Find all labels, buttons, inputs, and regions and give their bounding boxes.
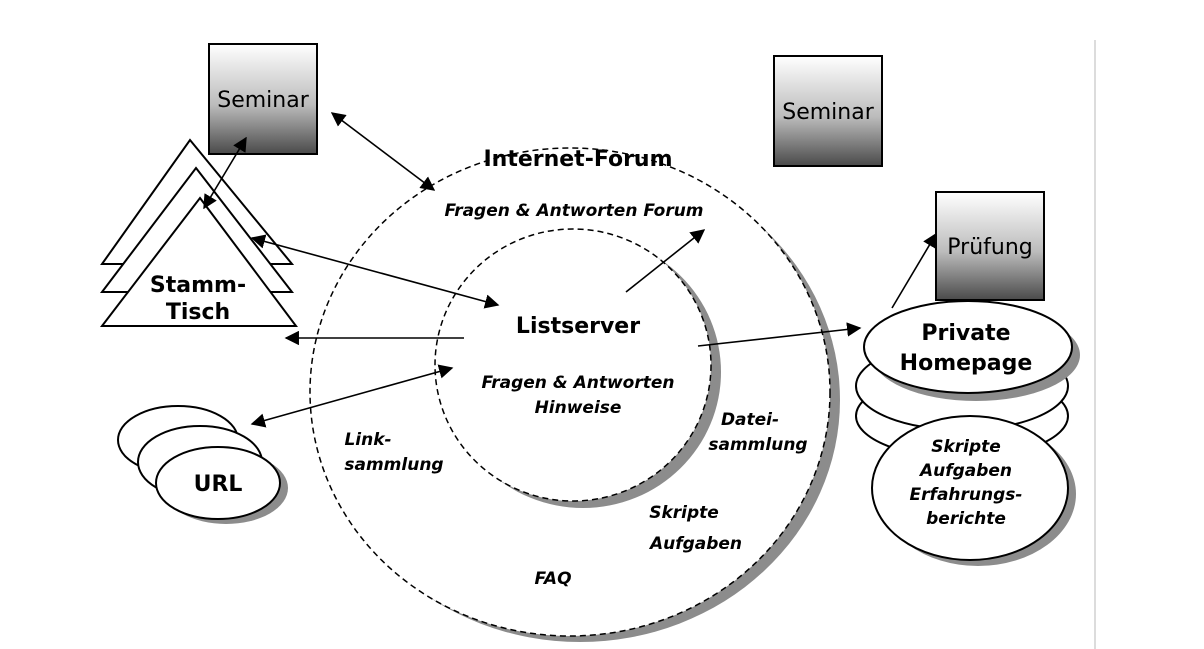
datei-sammlung-line1: Datei-	[721, 410, 779, 430]
arrow-stammtisch-seminar	[203, 136, 247, 210]
arrow-listserver-homepage	[697, 322, 862, 347]
pruefung-box	[935, 191, 1045, 301]
stammtisch-label-line2: Tisch	[166, 300, 230, 325]
internet-forum-label: Internet-Forum	[483, 147, 672, 172]
fragen-forum-label: Fragen & Antworten Forum	[444, 201, 703, 221]
homepage-label-line2: Homepage	[900, 351, 1033, 376]
listserver-fragen-label: Fragen & Antworten	[482, 373, 675, 393]
arrow-stammtisch-listserver	[250, 234, 500, 309]
arrows	[203, 112, 937, 428]
arrow-url-listserver	[250, 364, 454, 428]
listserver-circle	[434, 228, 721, 508]
skripte-label: Skripte	[649, 503, 719, 523]
arrow-homepage-pruefung	[891, 232, 937, 309]
stammtisch-triangles	[99, 138, 298, 327]
stammtisch-label-line1: Stamm-	[150, 273, 246, 298]
seminar-left-label: Seminar	[217, 88, 309, 113]
arrow-listserver-forum	[625, 229, 706, 293]
url-ellipses	[117, 405, 288, 524]
hp-erfahrungs-label: Erfahrungs-	[910, 485, 1023, 505]
hp-berichte-label: berichte	[926, 509, 1006, 529]
seminar-right-box	[773, 55, 883, 167]
faq-label: FAQ	[534, 569, 571, 589]
link-sammlung-line1: Link-	[344, 430, 391, 450]
link-sammlung-line2: sammlung	[344, 455, 443, 475]
hp-skripte-label: Skripte	[931, 437, 1001, 457]
homepage-label-line1: Private	[921, 321, 1010, 346]
seminar-left-box	[208, 43, 318, 155]
datei-sammlung-line2: sammlung	[708, 435, 807, 455]
right-edge-divider	[1094, 40, 1096, 649]
hp-aufgaben-label: Aufgaben	[918, 461, 1012, 481]
listserver-hinweise-label: Hinweise	[535, 398, 622, 418]
seminar-right-label: Seminar	[782, 100, 874, 125]
aufgaben-label: Aufgaben	[648, 534, 742, 554]
url-label: URL	[194, 472, 243, 497]
listserver-label: Listserver	[516, 314, 640, 339]
arrow-seminar-forum	[330, 112, 436, 191]
pruefung-label: Prüfung	[947, 235, 1032, 260]
homepage-subcircle	[871, 415, 1076, 566]
